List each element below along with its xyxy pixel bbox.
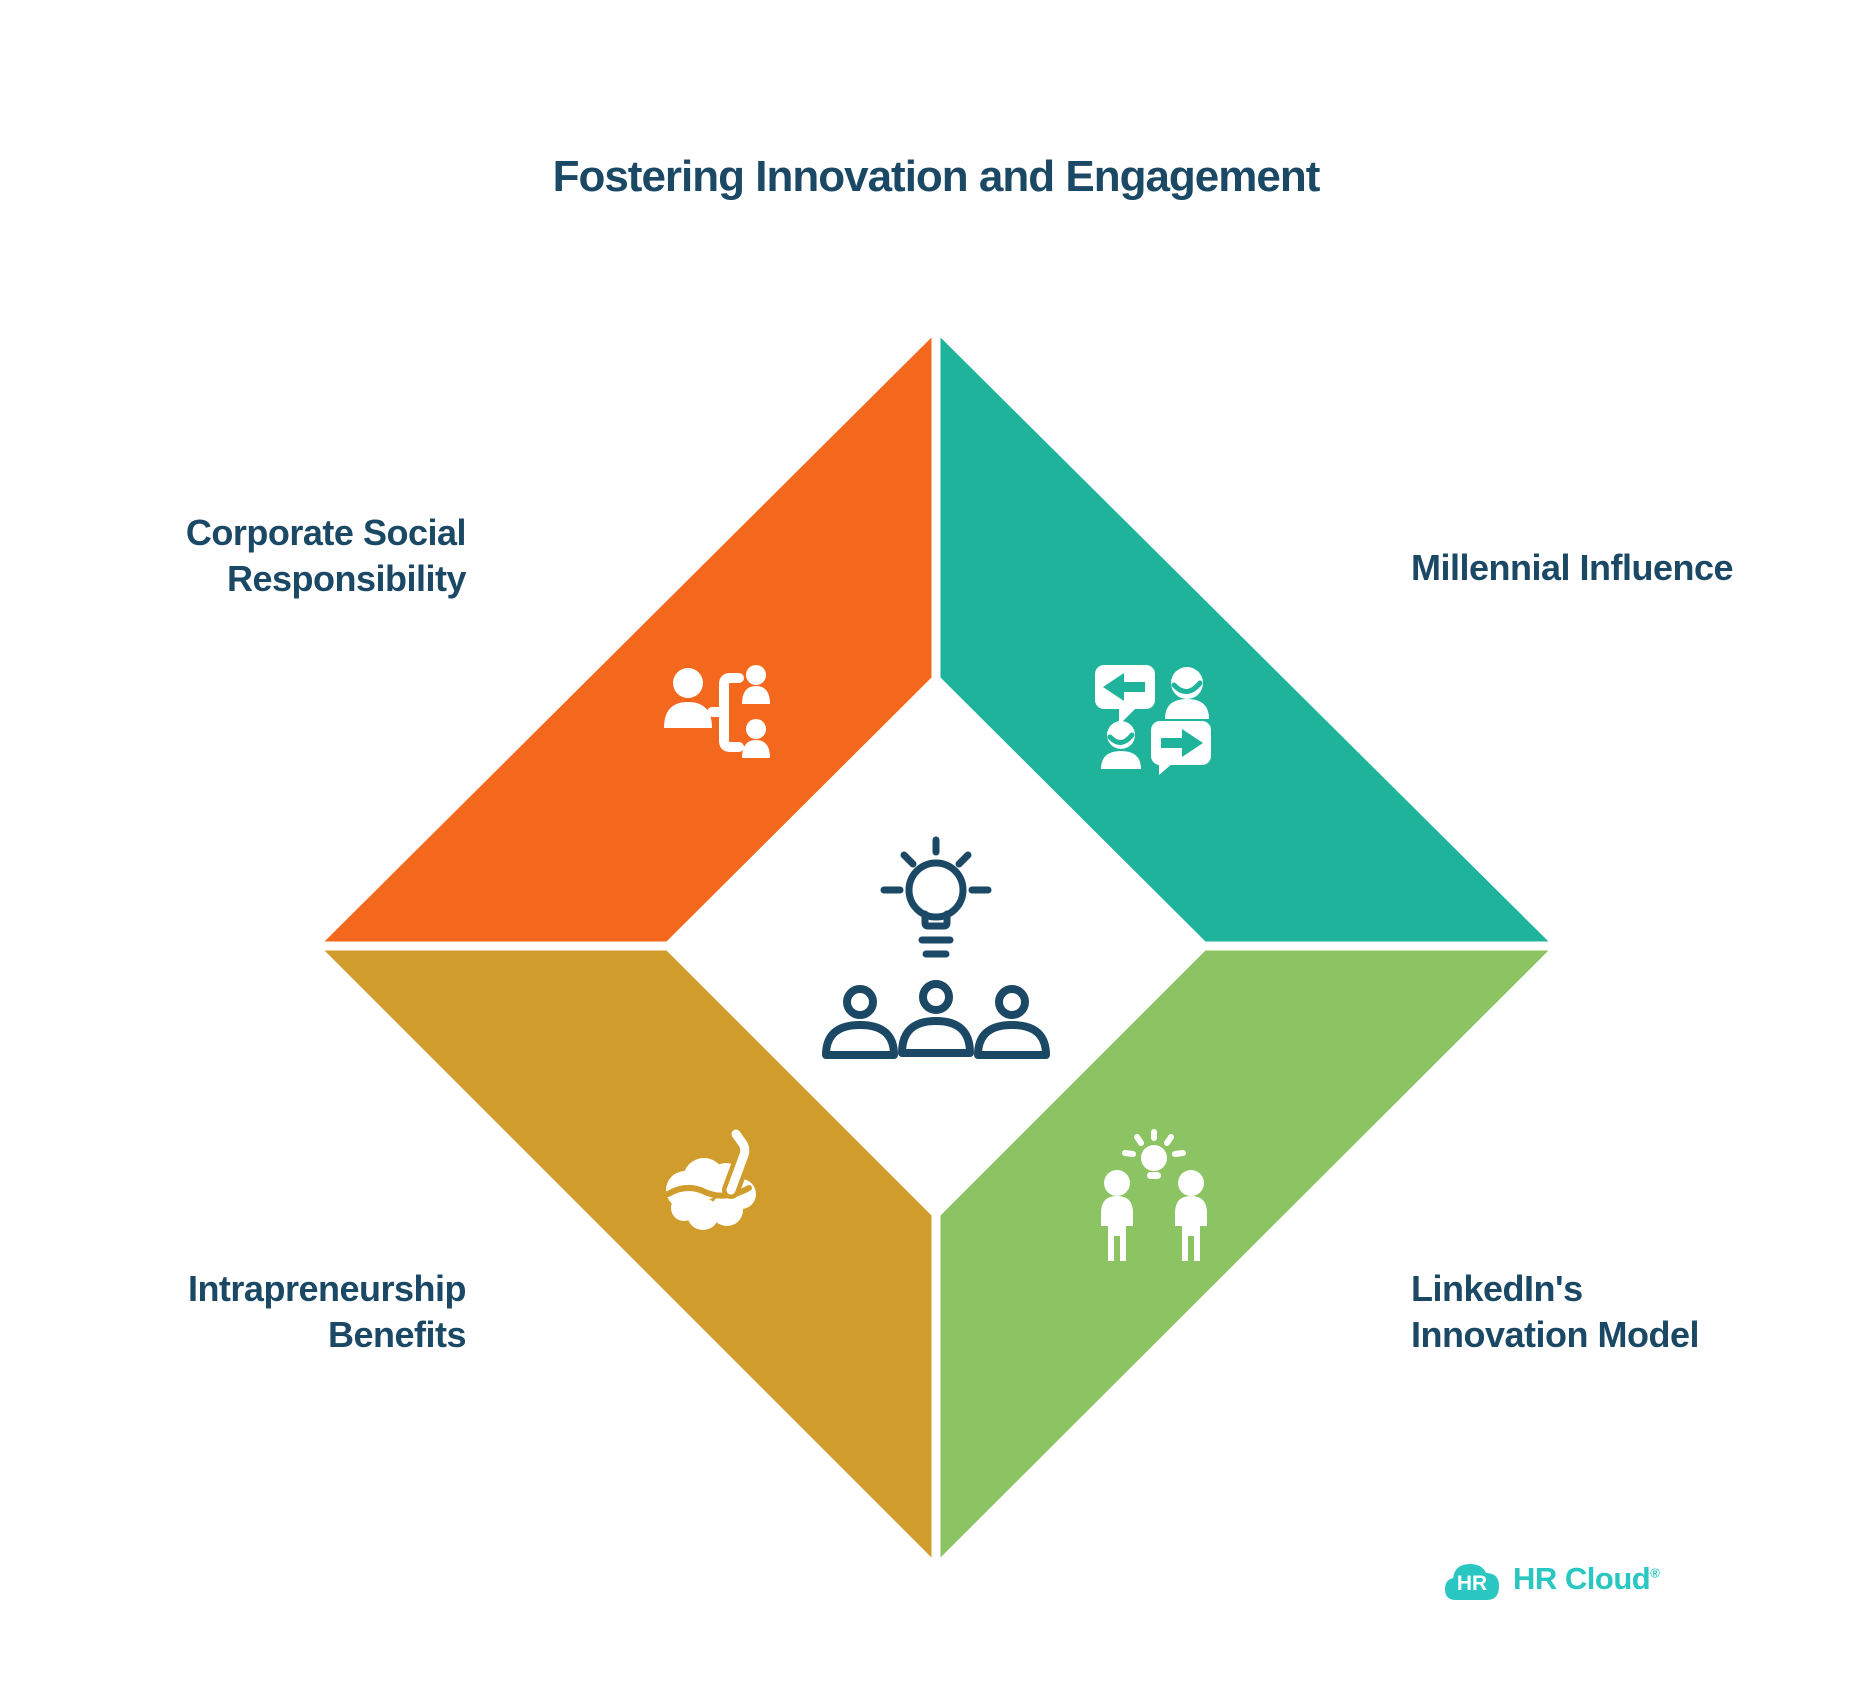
label-intrapreneurship-benefits: Intrapreneurship Benefits <box>187 1266 467 1358</box>
label-line: Corporate Social <box>185 512 467 553</box>
brand-name: HR Cloud <box>1513 1561 1651 1596</box>
label-corporate-social-responsibility: Corporate Social Responsibility <box>185 510 467 602</box>
quadrant-bottom-left <box>320 946 936 1562</box>
conversation-icon <box>1095 665 1211 775</box>
team-people-icon <box>822 980 1050 1059</box>
hr-cloud-logo: HR HR Cloud® <box>1441 1550 1660 1608</box>
team-idea-icon <box>1101 1129 1207 1261</box>
label-millennial-influence: Millennial Influence <box>1411 545 1734 591</box>
label-line: Responsibility <box>226 558 467 599</box>
label-linkedins-innovation-model: LinkedIn's Innovation Model <box>1411 1266 1699 1358</box>
brain-straw-icon <box>665 1126 756 1230</box>
hr-cloud-icon: HR <box>1445 1564 1499 1600</box>
label-line: Millennial Influence <box>1411 547 1734 588</box>
page-title: Fostering Innovation and Engagement <box>552 152 1321 201</box>
hr-badge-text: HR <box>1457 1572 1487 1595</box>
quadrant-top-left <box>320 333 936 946</box>
registered-mark: ® <box>1650 1565 1660 1581</box>
quadrant-top-right <box>936 333 1553 946</box>
label-line: Innovation Model <box>1411 1314 1699 1355</box>
quadrant-bottom-right <box>936 946 1553 1562</box>
idea-lightbulb-icon <box>880 836 992 958</box>
people-hierarchy-icon <box>664 665 770 758</box>
label-line: Intrapreneurship <box>187 1268 467 1309</box>
label-line: LinkedIn's <box>1411 1268 1583 1309</box>
hr-cloud-wordmark: HR Cloud® <box>1513 1561 1660 1597</box>
label-line: Benefits <box>327 1314 467 1355</box>
